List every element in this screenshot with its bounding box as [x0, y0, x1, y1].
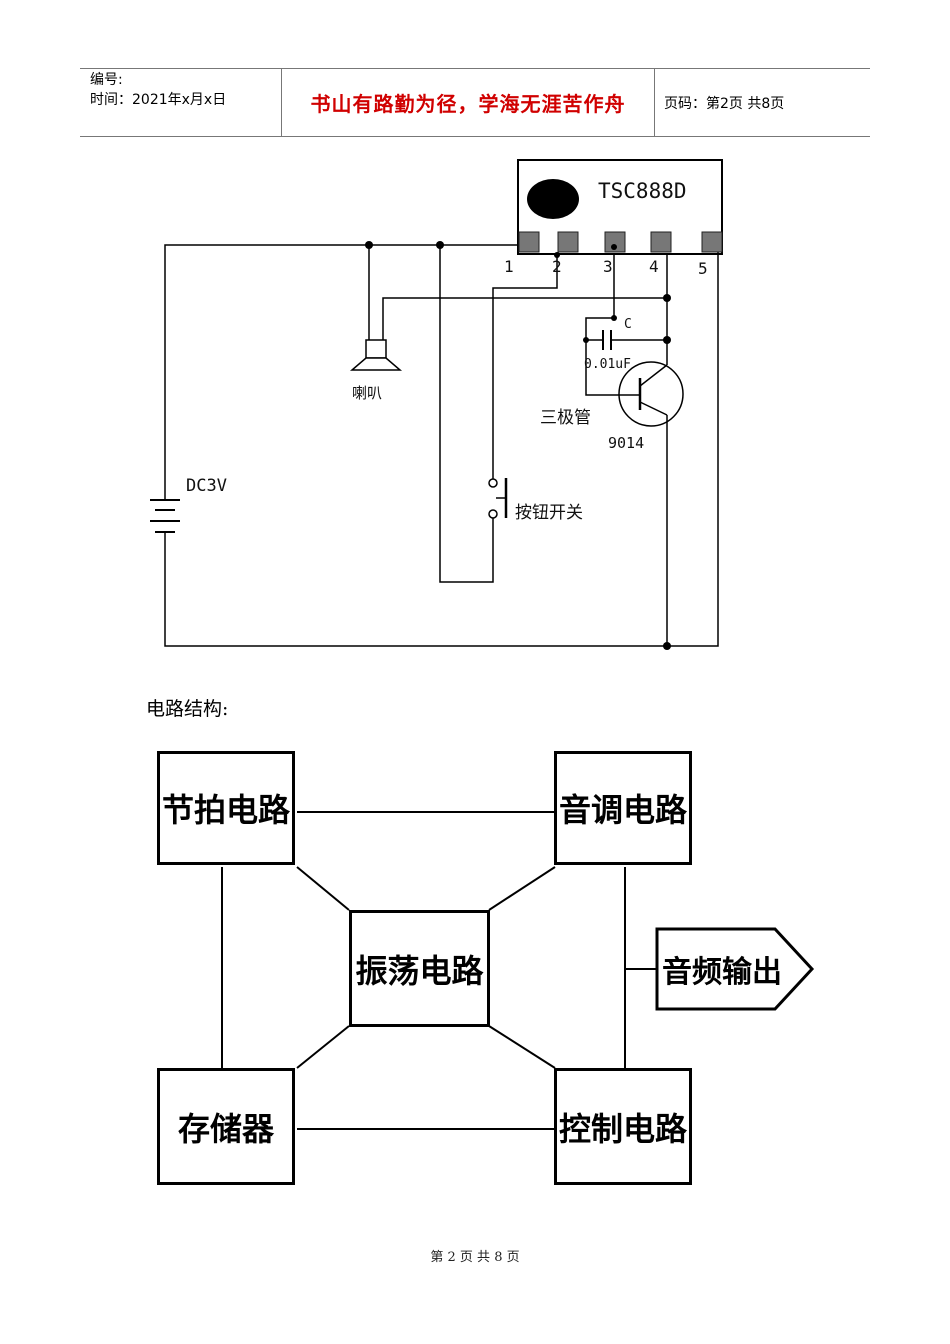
header-divider-right [654, 68, 655, 136]
block-beat-circuit: 节拍电路 [157, 751, 295, 865]
pin-label-2: 2 [552, 257, 562, 276]
wire-bottom [164, 245, 719, 647]
link-memory-osc [296, 1025, 350, 1069]
header-motto: 书山有路勤为径，学海无涯苦作舟 [310, 92, 626, 116]
header-page-info: 页码：第2页 共8页 [664, 96, 785, 112]
transistor-collector [639, 364, 668, 387]
transistor-body [618, 361, 684, 427]
section-label: 电路结构: [146, 698, 229, 720]
header-top-rule [80, 68, 870, 69]
chip-pins [518, 231, 723, 253]
wire-switch-loop [439, 245, 494, 583]
speaker-label: 喇叭 [352, 384, 382, 402]
chip-label: TSC888D [598, 179, 687, 203]
power-label: DC3V [186, 476, 227, 496]
link-control-osc [488, 1025, 556, 1069]
pin-label-3: 3 [603, 257, 613, 276]
transistor-model: 9014 [608, 434, 644, 452]
switch-label: 按钮开关 [515, 503, 583, 523]
header-bottom-rule [80, 136, 870, 137]
block-oscillator-circuit: 振荡电路 [349, 910, 490, 1027]
wire-top-left [164, 244, 518, 500]
switch-contact-top [488, 478, 498, 488]
wire-speaker-2 [382, 297, 667, 340]
header-number-label: 编号: [90, 72, 123, 88]
page-footer: 第 2 页 共 8 页 [430, 1250, 520, 1265]
junction-dots [365, 241, 671, 650]
link-tone-osc [488, 866, 556, 911]
capacitor-name: C [624, 317, 632, 332]
speaker-icon [349, 339, 403, 371]
switch-contact-bottom [488, 509, 498, 519]
pin-label-1: 1 [504, 257, 514, 276]
block-memory: 存储器 [157, 1068, 295, 1185]
capacitor-value: 0.01uF [584, 357, 631, 372]
header-time-label: 时间：2021年x月x日 [90, 92, 227, 108]
audio-output-arrow [655, 927, 815, 1011]
pin-label-4: 4 [649, 257, 659, 276]
wire-pin3 [585, 255, 620, 396]
header-divider-left [281, 68, 282, 136]
wire-switch-top [492, 255, 558, 480]
block-tone-circuit: 音调电路 [554, 751, 692, 865]
transistor-emitter [639, 401, 668, 416]
transistor-label: 三极管 [540, 408, 591, 428]
circuit-diagram: TSC888D 1 2 3 4 5 C 0.01uF 喇叭 三极管 9014 D… [150, 159, 723, 650]
block-control-circuit: 控制电路 [554, 1068, 692, 1185]
chip-dot [527, 179, 579, 219]
link-beat-osc [296, 866, 350, 911]
audio-output-label: 音频输出 [662, 955, 782, 990]
pin-label-5: 5 [698, 259, 708, 278]
